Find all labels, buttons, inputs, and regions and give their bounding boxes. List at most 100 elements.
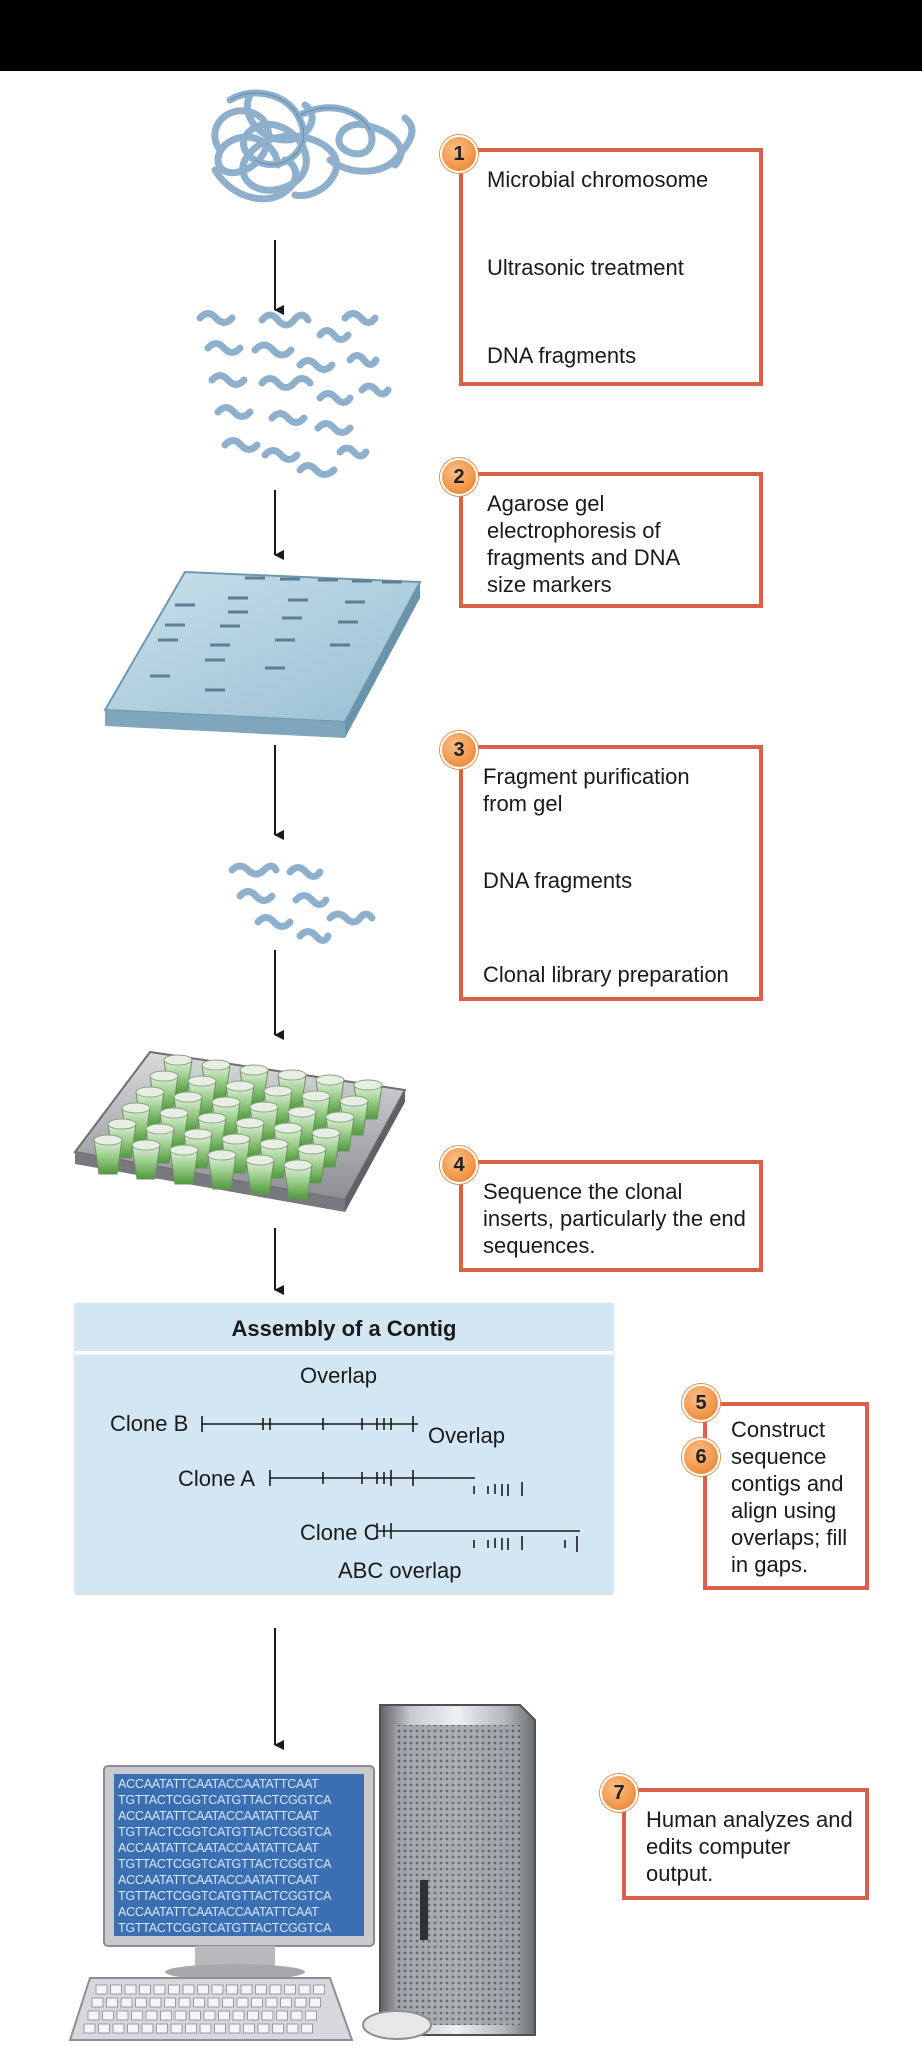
tube-rim [107, 1118, 137, 1130]
key [276, 2010, 288, 2021]
seq-line: TGTTACTCGGTCATGTTACTCGGTCA [118, 1793, 332, 1807]
tube-rim [159, 1107, 189, 1119]
key [98, 2023, 110, 2034]
step-1-badge: 1 [440, 135, 478, 173]
key [228, 2023, 241, 2034]
contig-title: Assembly of a Contig [75, 1303, 613, 1355]
seq-line: ACCAATATTCAATACCAATATTCAAT [118, 1809, 319, 1823]
tube-rim [169, 1144, 199, 1156]
key [116, 2010, 129, 2021]
key [207, 1997, 220, 2008]
key [301, 2023, 313, 2034]
step-7-badge: 7 [600, 1774, 638, 1812]
key [149, 1997, 162, 2008]
step-3-badge: 3 [440, 731, 478, 769]
agarose-gel-icon [103, 570, 422, 738]
tube-rim [339, 1095, 369, 1107]
tube-rim [201, 1059, 231, 1071]
key [185, 2023, 197, 2034]
key [83, 2023, 96, 2034]
key [240, 1984, 253, 1995]
step-4-text: Sequence the clonal inserts, particularl… [483, 1179, 746, 1258]
key [127, 2023, 139, 2034]
tube-rim [163, 1054, 193, 1066]
tube-rim [235, 1117, 265, 1129]
tube-rim [245, 1154, 275, 1166]
tube-rim [93, 1134, 123, 1146]
tube-rim [173, 1091, 203, 1103]
step-2-text: Agarose gel electrophoresis of fragments… [487, 491, 679, 597]
chromosome-icon [211, 89, 416, 203]
key [91, 1997, 104, 2008]
key [110, 1984, 122, 1995]
seq-line: ACCAATATTCAATACCAATATTCAAT [118, 1777, 319, 1791]
tube-rim [277, 1069, 307, 1081]
key [124, 1984, 137, 1995]
step-1-line-1: Microbial chromosome [487, 167, 709, 192]
tube-rim [225, 1080, 255, 1092]
key [120, 1997, 133, 2008]
key [265, 1997, 278, 2008]
tube-rim [263, 1085, 293, 1097]
overlap-top-label: Overlap [300, 1363, 378, 1388]
key [251, 1997, 263, 2008]
key [272, 2023, 284, 2034]
contig-assembly-panel: Assembly of a Contig Overlap Clone B Ove… [75, 1303, 613, 1593]
dna-fragments-icon [196, 310, 392, 478]
step-3-line-2: DNA fragments [483, 868, 633, 893]
key [284, 1984, 296, 1995]
tube-rim [325, 1111, 355, 1123]
key [164, 1997, 176, 2008]
key [197, 1984, 209, 1995]
key [131, 2010, 143, 2021]
tube-rim [259, 1138, 289, 1150]
key [255, 1984, 267, 1995]
key [257, 2023, 270, 2034]
clone-a-label: Clone A [178, 1466, 256, 1491]
step-2-box: Agarose gel electrophoresis of fragments… [459, 472, 763, 608]
key [294, 1997, 307, 2008]
key [309, 1997, 321, 2008]
key [305, 2010, 317, 2021]
seq-line: TGTTACTCGGTCATGTTACTCGGTCA [118, 1857, 332, 1871]
tube-rim [207, 1149, 237, 1161]
tube-rim [211, 1096, 241, 1108]
step-5-badge: 5 [682, 1384, 720, 1422]
key [247, 2010, 259, 2021]
step-1-line-2: Ultrasonic treatment [487, 255, 684, 280]
key [160, 2010, 172, 2021]
tube-rim [183, 1128, 213, 1140]
key [290, 2010, 303, 2021]
key [95, 1984, 108, 1995]
key [168, 1984, 180, 1995]
seq-line: TGTTACTCGGTCATGTTACTCGGTCA [118, 1921, 332, 1935]
key [214, 2023, 226, 2034]
tube-rim [145, 1123, 175, 1135]
key [106, 1997, 118, 2008]
tube-rim [353, 1079, 383, 1091]
monitor-screen: ACCAATATTCAATACCAATATTCAAT TGTTACTCGGTCA… [114, 1774, 364, 1936]
seq-line: TGTTACTCGGTCATGTTACTCGGTCA [118, 1889, 332, 1903]
key [261, 2010, 274, 2021]
clone-plate-icon [73, 1050, 407, 1212]
tube-rim [239, 1064, 269, 1076]
tube-rim [197, 1112, 227, 1124]
seq-line: ACCAATATTCAATACCAATATTCAAT [118, 1905, 319, 1919]
tube-rim [121, 1102, 151, 1114]
tube-rim [315, 1074, 345, 1086]
abc-overlap-label: ABC overlap [338, 1558, 462, 1583]
step-3-line-3: Clonal library preparation [483, 962, 729, 987]
tube-rim [187, 1075, 217, 1087]
step-7-box: Human analyzes and edits computer output… [622, 1788, 869, 1900]
seq-line: ACCAATATTCAATACCAATATTCAAT [118, 1873, 319, 1887]
step-4-badge: 4 [440, 1146, 478, 1184]
key [156, 2023, 168, 2034]
key [135, 1997, 147, 2008]
tube-rim [297, 1143, 327, 1155]
key [102, 2010, 114, 2021]
key [182, 1984, 195, 1995]
key [87, 2010, 100, 2021]
key [236, 1997, 249, 2008]
key [313, 1984, 325, 1995]
tube-rim [221, 1133, 251, 1145]
